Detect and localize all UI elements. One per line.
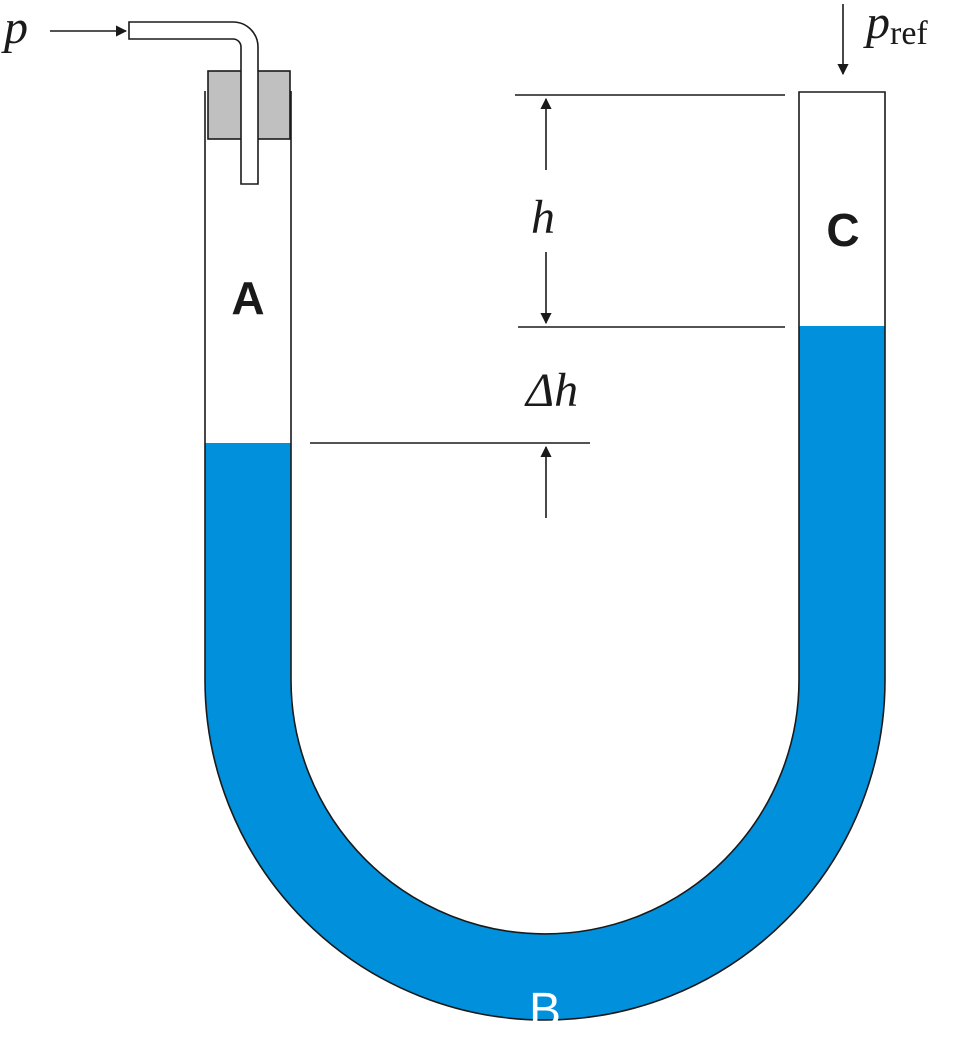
delta-h-label: Δh [524,364,578,417]
chamber-b-label: B [529,984,561,1037]
inlet-pipe [128,21,259,185]
chamber-a-label: A [231,272,264,324]
liquid-column [205,326,885,1020]
pressure-in-label: p [1,1,28,54]
tube-outer-wall [204,91,886,1021]
h-label: h [531,191,555,244]
pressure-ref-label: pref [863,0,928,52]
pressure-ref-subscript: ref [890,15,928,52]
chamber-c-label: C [826,204,859,256]
